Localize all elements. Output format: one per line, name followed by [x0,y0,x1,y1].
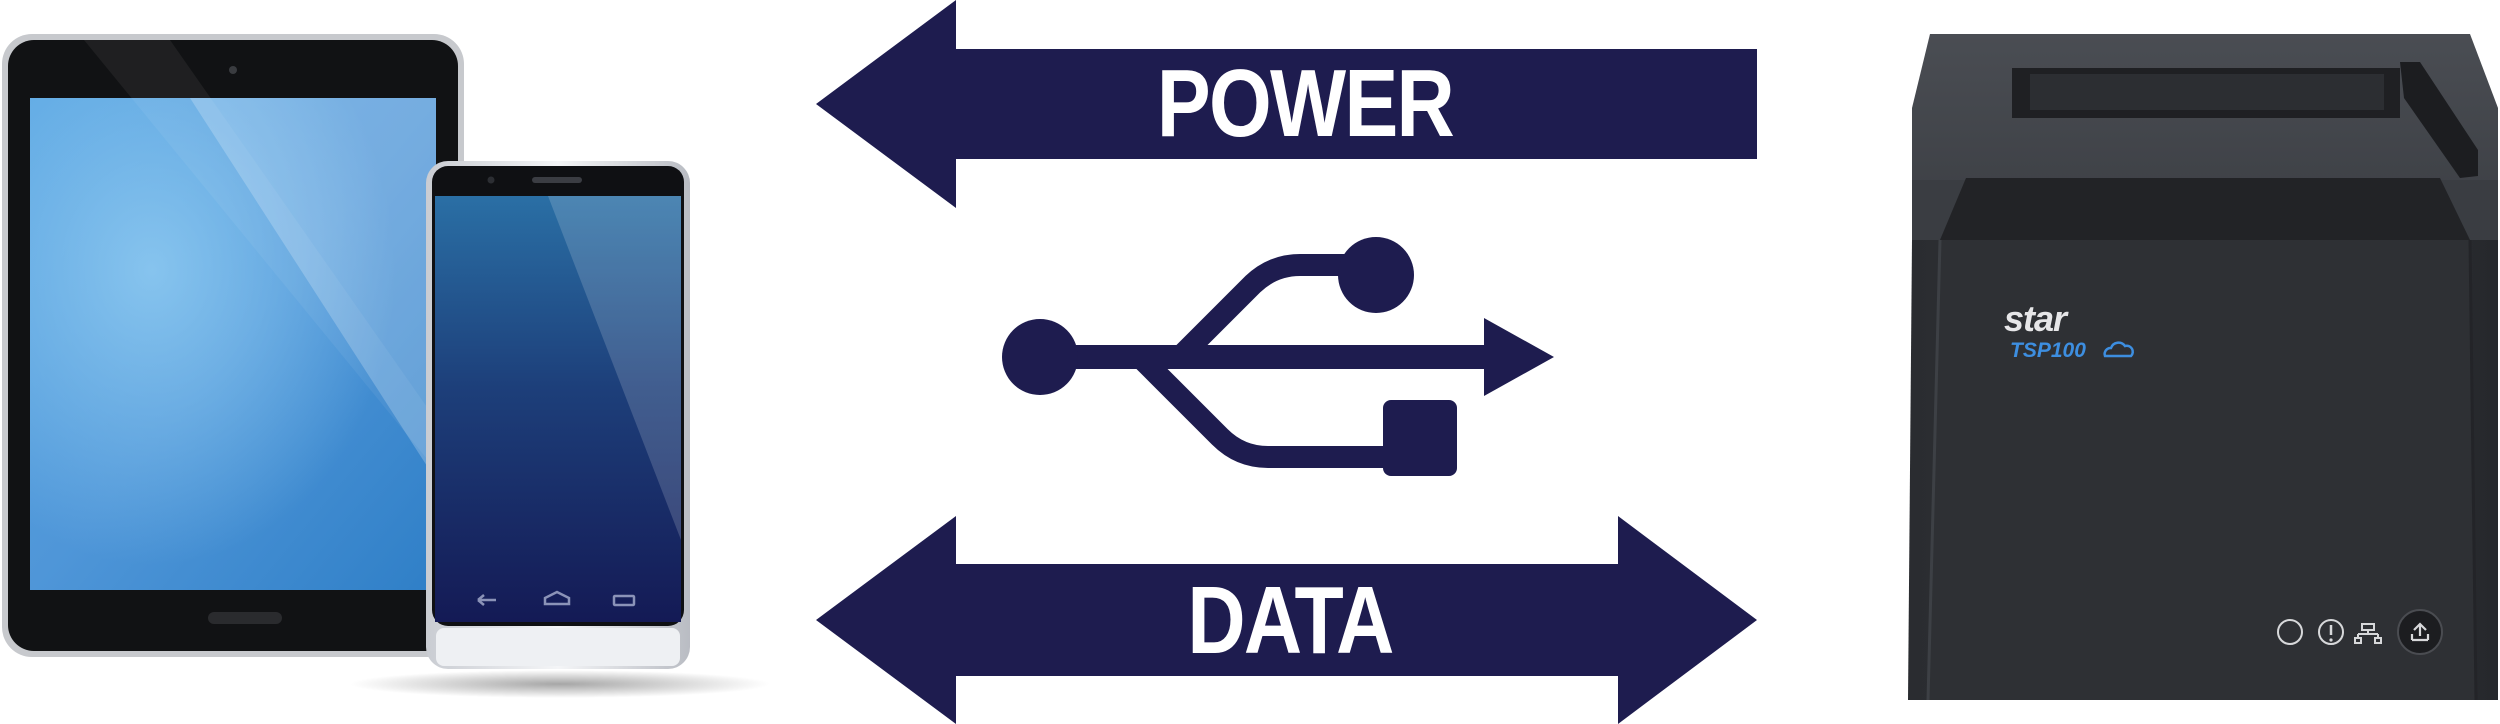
network-indicator-icon [2354,623,2382,644]
usb-icon [1002,237,1554,476]
cover-release-lever[interactable] [2400,62,2478,178]
home-key-icon[interactable] [543,590,571,606]
feed-icon [2410,622,2430,642]
tablet-home-button[interactable] [208,612,282,624]
phone-screen [435,196,681,622]
phone-camera [487,176,495,184]
recent-apps-key-icon[interactable] [612,594,636,607]
power-arrow [816,0,1757,208]
data-arrow [816,516,1757,724]
receipt-printer [1908,34,2498,701]
power-indicator-icon [2277,619,2303,645]
printer-brand-logo: star [2004,298,2067,339]
printer-model-label: TSP100 [2010,339,2086,362]
back-key-icon[interactable] [477,594,496,606]
data-label: DATA [1187,567,1394,674]
tablet-camera [229,66,237,74]
error-indicator-icon [2318,619,2344,645]
tablet-device [2,34,464,657]
power-label: POWER [1156,50,1455,157]
phone-shadow [350,670,770,698]
smartphone-device [426,161,690,669]
phone-speaker [532,177,582,183]
cloud-icon [2103,341,2134,358]
